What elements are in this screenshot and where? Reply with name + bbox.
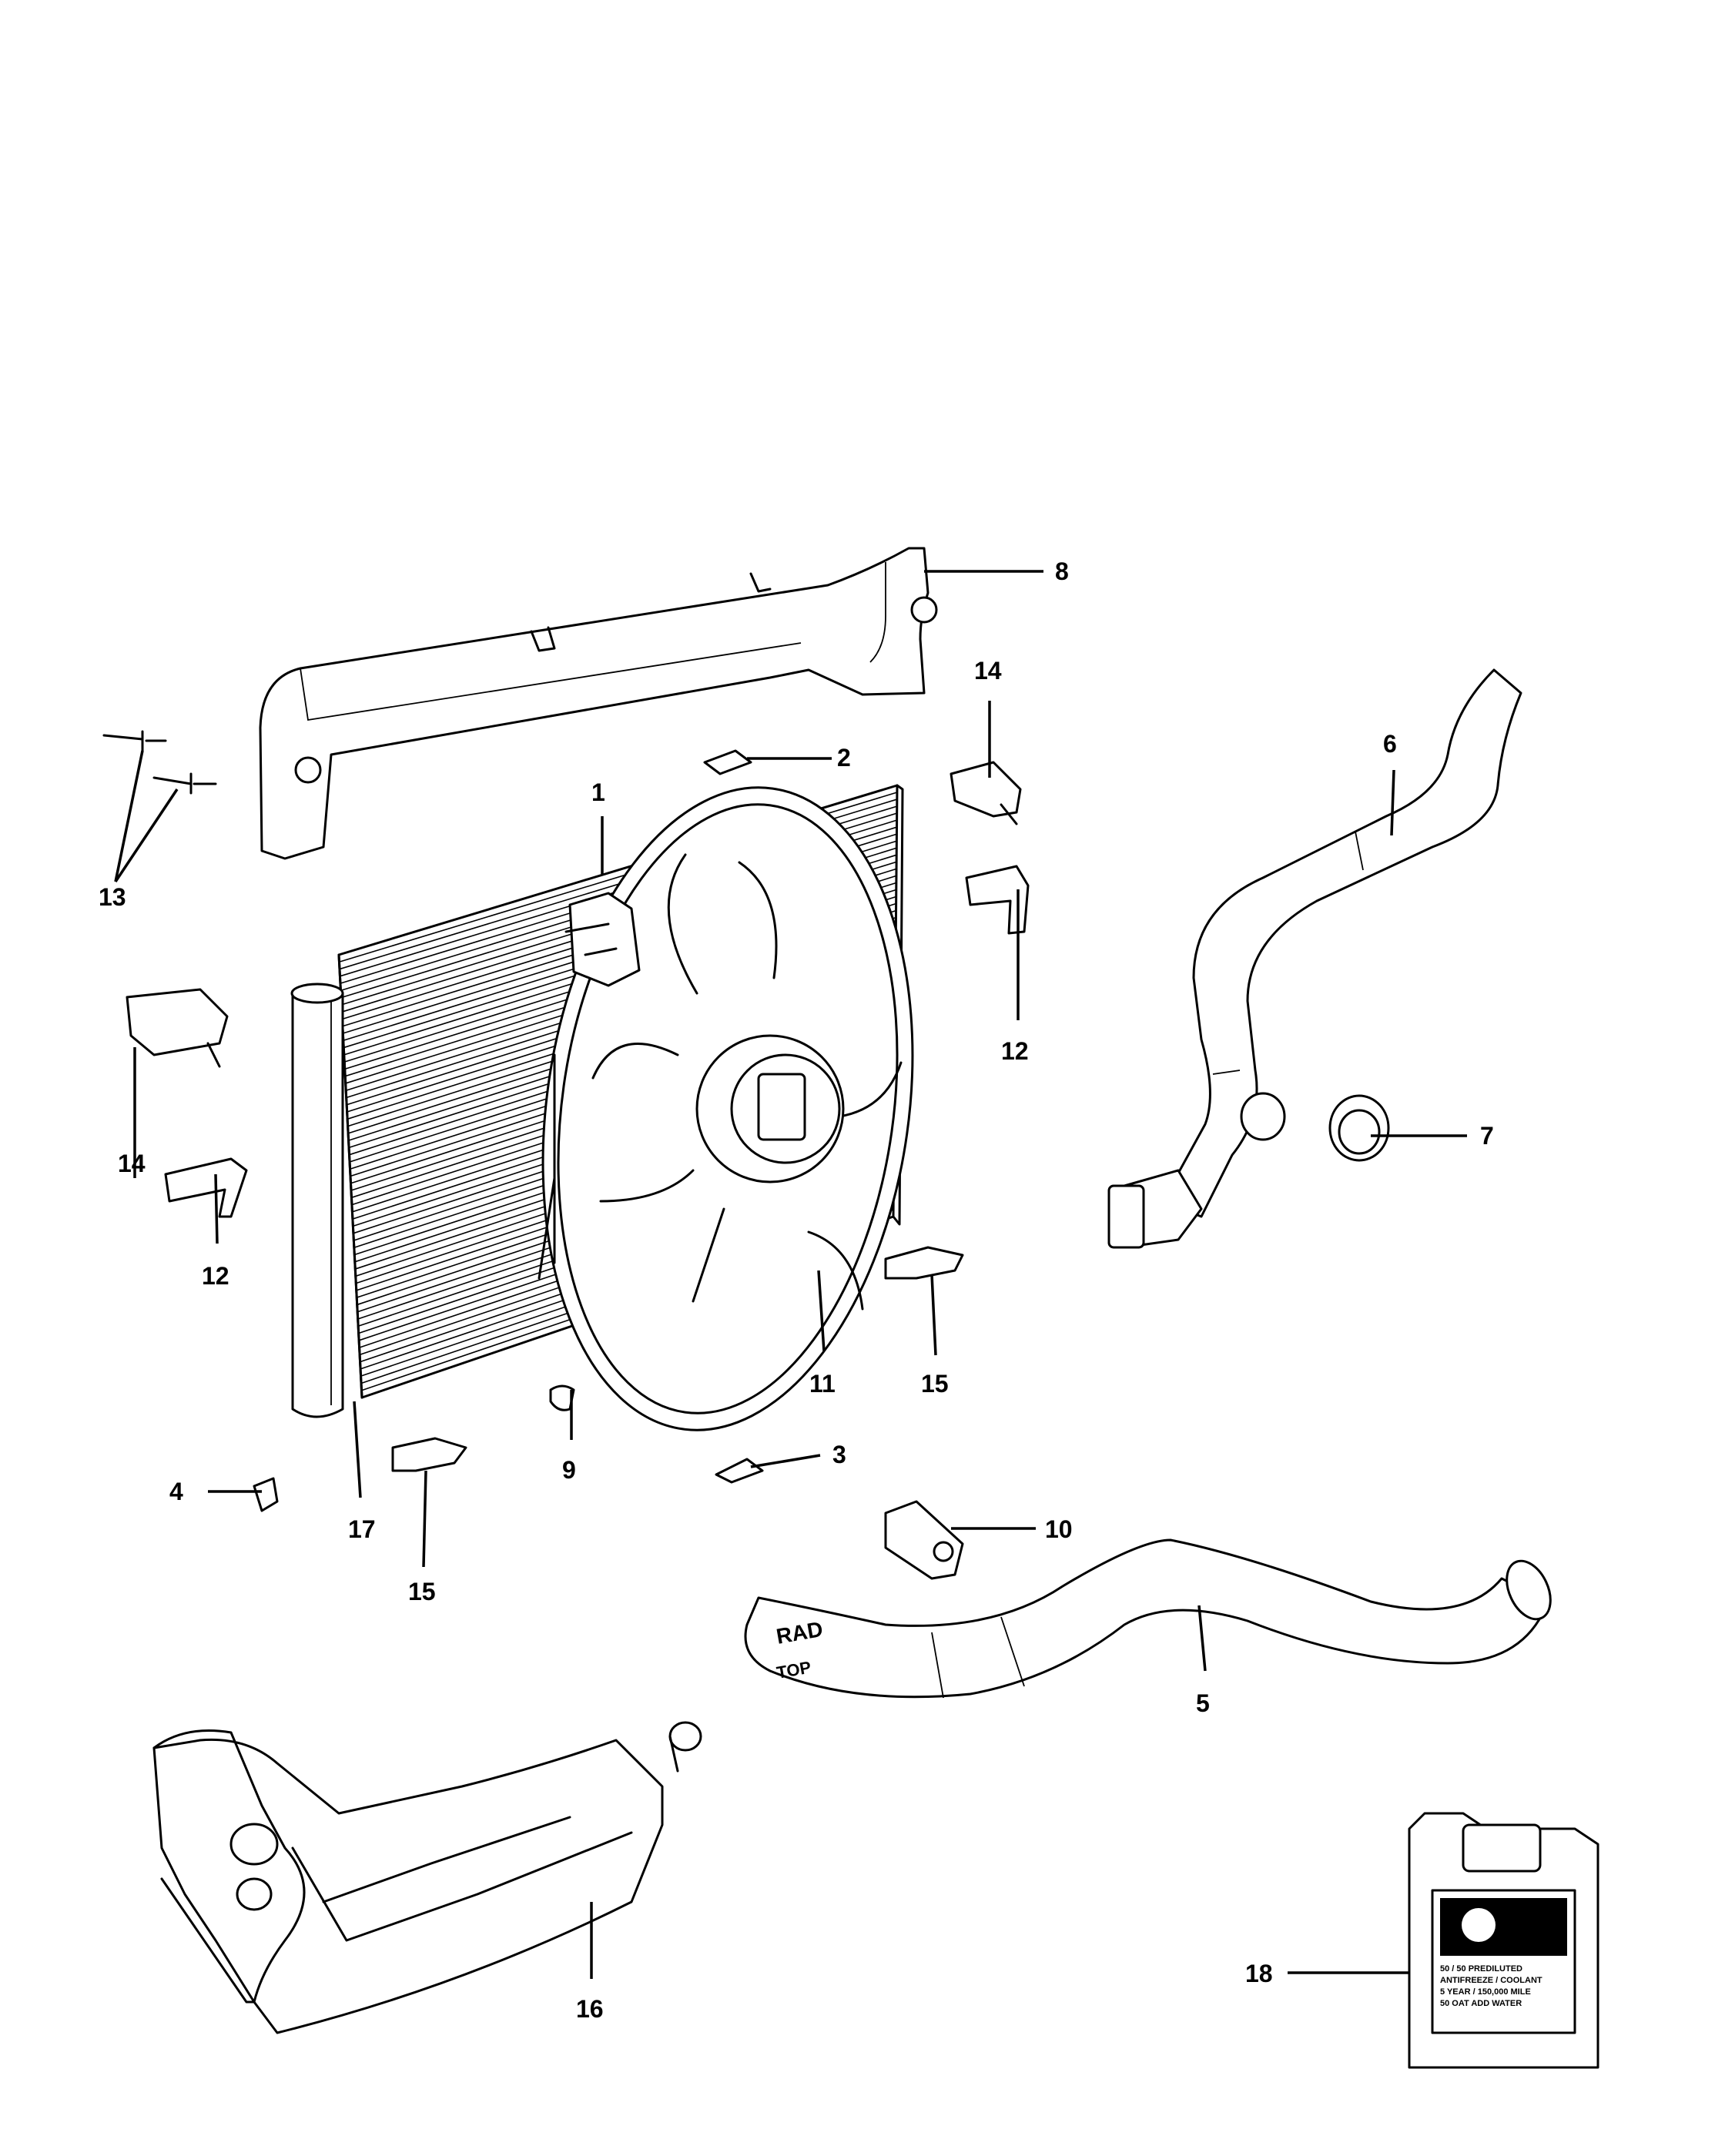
callout-12-right: 12 — [1001, 1037, 1029, 1065]
cooling-fan-part — [538, 786, 914, 1431]
leader-lines — [114, 570, 1467, 1979]
callout-3: 3 — [832, 1441, 846, 1468]
callout-13: 13 — [99, 883, 126, 911]
coolant-label-line2: ANTIFREEZE / COOLANT — [1440, 1976, 1542, 1985]
callout-14-right: 14 — [974, 657, 1002, 685]
callout-1: 1 — [591, 778, 605, 806]
callout-4: 4 — [169, 1478, 183, 1505]
coolant-label-line3: 5 YEAR / 150,000 MILE — [1440, 1987, 1531, 1997]
callout-15-left: 15 — [408, 1578, 436, 1605]
receiver-dryer-part — [290, 983, 344, 1418]
coolant-label-line4: 50 OAT ADD WATER — [1440, 1999, 1522, 2008]
callout-16: 16 — [576, 1995, 604, 2023]
callout-8: 8 — [1055, 557, 1069, 585]
upper-shroud-part — [259, 547, 938, 860]
hose-clamp-part — [1328, 1094, 1390, 1162]
lower-deflector-part — [152, 1721, 702, 2034]
coolant-jug-part: MOPAR 50 / 50 PREDILUTED ANTIFREEZE / CO… — [1408, 1812, 1599, 2069]
small-fasteners — [102, 730, 1030, 1580]
callout-18: 18 — [1245, 1960, 1273, 1987]
callout-numbers: 1 2 3 4 5 6 7 8 9 10 11 12 12 13 14 14 1… — [99, 557, 1494, 2023]
coolant-label-line1: 50 / 50 PREDILUTED — [1440, 1964, 1522, 1974]
coolant-brand: MOPAR — [1502, 1947, 1532, 1957]
callout-17: 17 — [348, 1515, 376, 1543]
callout-9: 9 — [562, 1456, 576, 1484]
callout-2: 2 — [837, 744, 851, 772]
callout-12-left: 12 — [202, 1262, 229, 1290]
upper-hose-part — [1107, 668, 1522, 1249]
callout-6: 6 — [1383, 730, 1397, 758]
callout-15-right: 15 — [921, 1370, 949, 1398]
callout-14-left: 14 — [118, 1150, 146, 1177]
lower-hose-part: RAD TOP — [744, 1538, 1552, 1699]
callout-10: 10 — [1045, 1515, 1073, 1543]
callout-11: 11 — [809, 1370, 836, 1398]
callout-5: 5 — [1196, 1689, 1210, 1717]
callout-7: 7 — [1480, 1122, 1494, 1150]
